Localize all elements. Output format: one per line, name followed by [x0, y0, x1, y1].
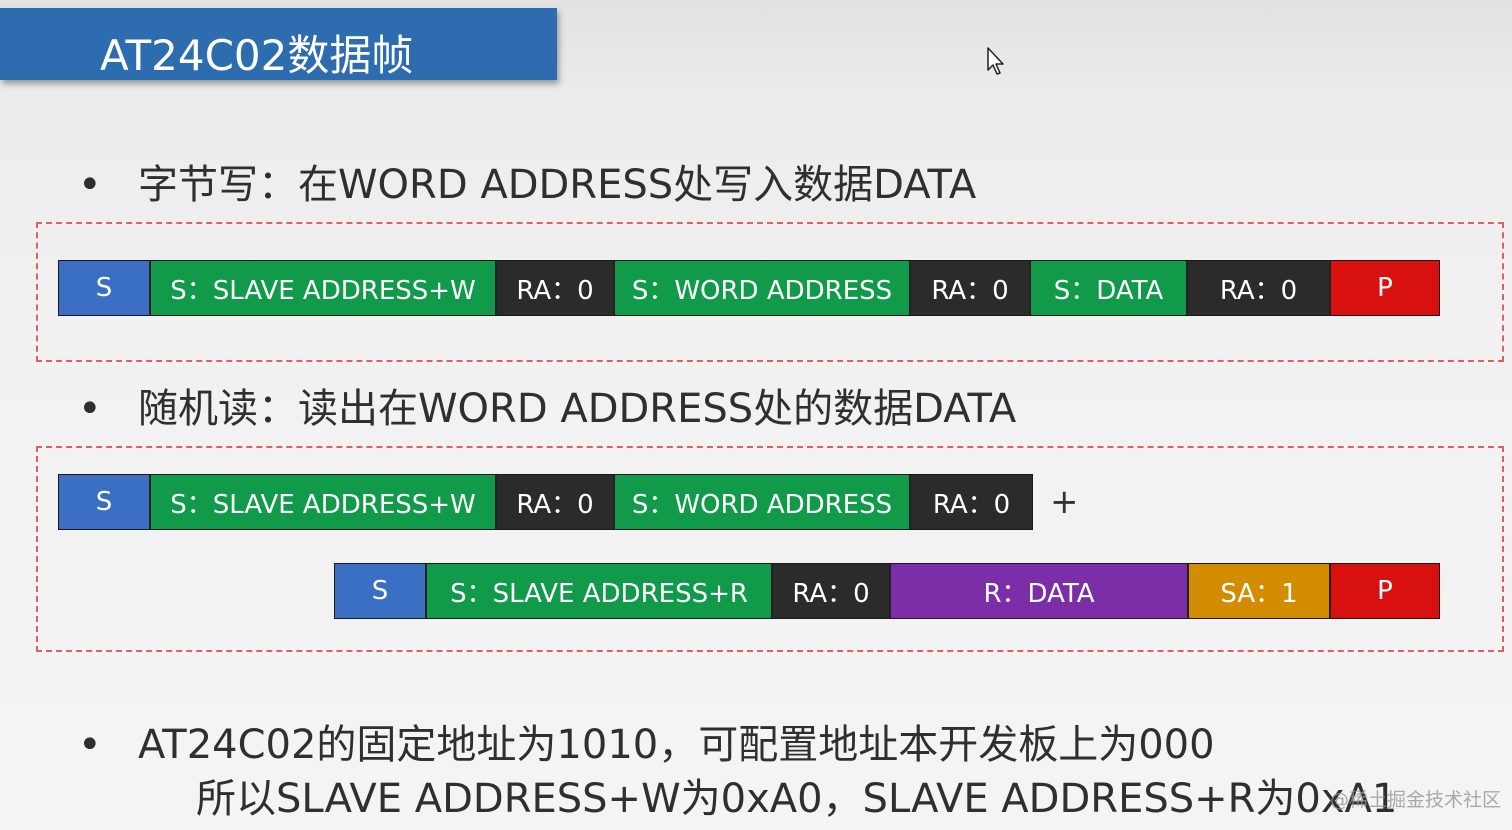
frame-segment-send: S：WORD ADDRESS [615, 261, 911, 315]
byte-write-frame-box [36, 222, 1504, 362]
bullet: • [78, 722, 102, 768]
frame-segment-send: S：SLAVE ADDRESS+W [151, 261, 497, 315]
frame-segment-ack: RA：0 [497, 475, 615, 529]
frame-segment-start: S [59, 475, 151, 529]
page-title: AT24C02数据帧 [100, 31, 414, 80]
bullet: • [78, 386, 102, 432]
frame-segment-ack: RA：0 [911, 261, 1031, 315]
frame-segment-ack: RA：0 [1188, 261, 1331, 315]
frame-segment-ack: RA：0 [773, 564, 891, 618]
byte-write-heading: • 字节写：在WORD ADDRESS处写入数据DATA [78, 152, 976, 210]
frame-segment-read: R：DATA [891, 564, 1189, 618]
plus-sign: + [1050, 482, 1079, 522]
frame-segment-nack: SA：1 [1189, 564, 1331, 618]
frame-segment-stop: P [1331, 564, 1439, 618]
frame-segment-ack: RA：0 [911, 475, 1032, 529]
bullet: • [78, 162, 102, 208]
frame-segment-stop: P [1331, 261, 1439, 315]
watermark: @稀土掘金技术社区 [1330, 789, 1502, 811]
address-note-line2: 所以SLAVE ADDRESS+W为0xA0，SLAVE ADDRESS+R为0… [196, 776, 1398, 822]
title-banner: AT24C02数据帧 [0, 8, 557, 80]
byte-write-text: 字节写：在WORD ADDRESS处写入数据DATA [138, 162, 977, 208]
frame-segment-send: S：SLAVE ADDRESS+R [427, 564, 773, 618]
address-note-line1: • AT24C02的固定地址为1010，可配置地址本开发板上为000 [78, 712, 1215, 770]
frame-segment-send: S：SLAVE ADDRESS+W [151, 475, 497, 529]
frame-segment-ack: RA：0 [497, 261, 615, 315]
mouse-pointer-icon [987, 47, 1004, 75]
frame-segment-start: S [335, 564, 427, 618]
frame-segment-start: S [59, 261, 151, 315]
random-read-heading: • 随机读：读出在WORD ADDRESS处的数据DATA [78, 376, 1016, 434]
random-read-text: 随机读：读出在WORD ADDRESS处的数据DATA [138, 386, 1017, 432]
random-read-frame-box [36, 446, 1504, 652]
frame-segment-send: S：DATA [1031, 261, 1188, 315]
address-note-text1: AT24C02的固定地址为1010，可配置地址本开发板上为000 [138, 722, 1215, 768]
frame-segment-send: S：WORD ADDRESS [615, 475, 911, 529]
